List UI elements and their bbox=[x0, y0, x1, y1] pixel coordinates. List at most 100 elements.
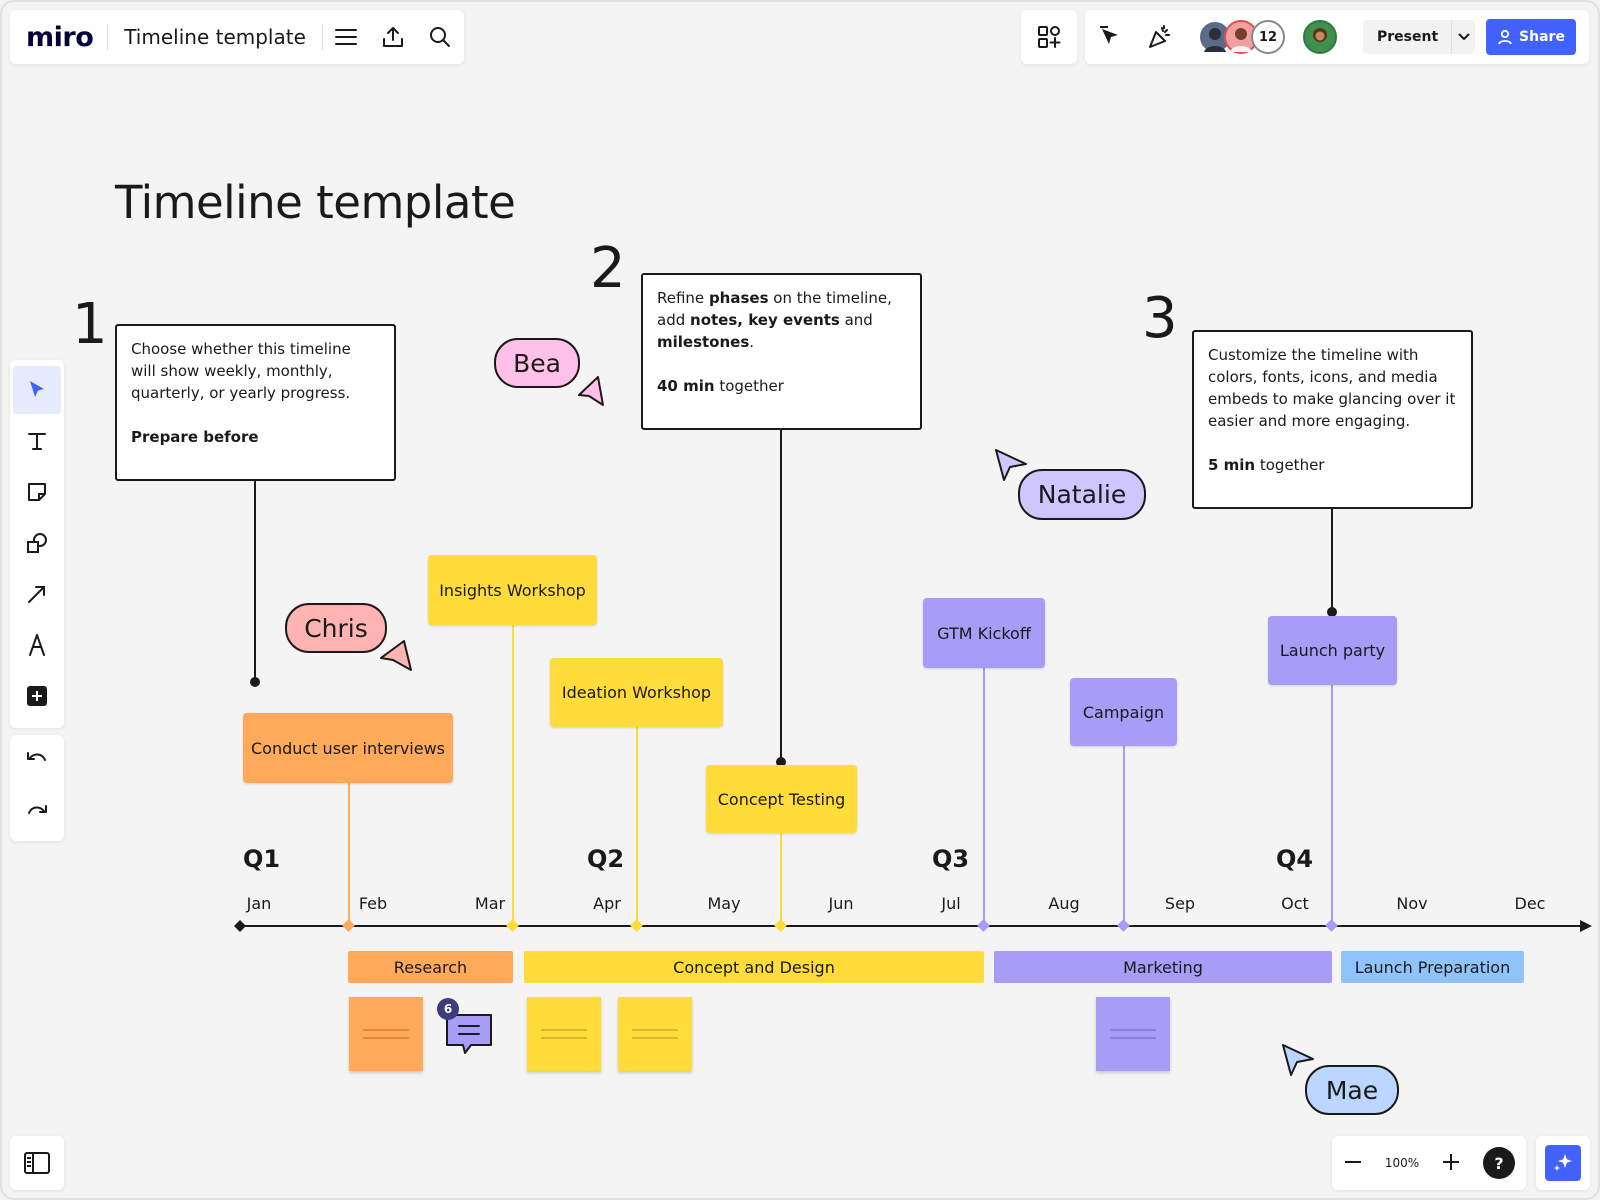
note-sticky[interactable] bbox=[527, 997, 601, 1071]
event-sticky[interactable]: Concept Testing bbox=[706, 765, 857, 833]
step-number[interactable]: 2 bbox=[590, 236, 626, 301]
apps-button[interactable] bbox=[1021, 10, 1077, 64]
more-tools-button[interactable] bbox=[13, 672, 61, 720]
event-sticky[interactable]: Launch party bbox=[1268, 616, 1397, 685]
event-sticky[interactable]: GTM Kickoff bbox=[923, 598, 1045, 668]
event-sticky[interactable]: Campaign bbox=[1070, 678, 1177, 746]
step-card[interactable]: Refine phases on the timeline, add notes… bbox=[641, 273, 922, 430]
phase-bar-marketing[interactable]: Marketing bbox=[994, 951, 1332, 983]
share-label: Share bbox=[1519, 29, 1565, 45]
month-label: Aug bbox=[1048, 894, 1080, 913]
user-icon bbox=[1498, 29, 1512, 45]
chevron-down-icon[interactable] bbox=[1451, 20, 1475, 54]
share-button[interactable]: Share bbox=[1486, 19, 1576, 55]
connector-tool[interactable] bbox=[13, 570, 61, 618]
step-duration-rest: together bbox=[714, 377, 784, 395]
history-toolbar bbox=[10, 735, 64, 841]
phase-bar-concept-design[interactable]: Concept and Design bbox=[524, 951, 984, 983]
menu-icon[interactable] bbox=[323, 10, 370, 64]
shapes-icon bbox=[27, 533, 47, 553]
collaborator-cursor-icon bbox=[380, 640, 412, 671]
quarter-label: Q4 bbox=[1276, 845, 1314, 873]
cursor-label-mae: Mae bbox=[1305, 1065, 1399, 1115]
step-number[interactable]: 1 bbox=[72, 292, 108, 357]
step-card[interactable]: Customize the timeline with colors, font… bbox=[1192, 330, 1473, 509]
quarter-label: Q3 bbox=[932, 845, 970, 873]
collaborator-cursor-icon bbox=[995, 449, 1027, 481]
frames-panel-button[interactable] bbox=[10, 1136, 64, 1190]
zoom-level[interactable]: 100% bbox=[1384, 1156, 1420, 1170]
note-sticky[interactable] bbox=[618, 997, 692, 1071]
sparkle-icon bbox=[1545, 1145, 1581, 1181]
event-stem bbox=[1123, 746, 1125, 925]
text-run: on the timeline, add bbox=[657, 289, 892, 329]
event-sticky[interactable]: Insights Workshop bbox=[428, 555, 597, 625]
phase-bar-research[interactable]: Research bbox=[348, 951, 513, 983]
quarter-label: Q1 bbox=[243, 845, 281, 873]
pen-tool[interactable] bbox=[13, 621, 61, 669]
celebrate-icon[interactable] bbox=[1135, 10, 1185, 64]
connector-dot bbox=[250, 677, 260, 687]
step-duration-bold: Prepare before bbox=[131, 428, 259, 446]
step-card[interactable]: Choose whether this timeline will show w… bbox=[115, 324, 396, 481]
event-sticky[interactable]: Ideation Workshop bbox=[550, 658, 723, 727]
event-stem bbox=[780, 833, 782, 925]
miro-logo[interactable]: miro bbox=[26, 21, 94, 53]
step-number[interactable]: 3 bbox=[1142, 286, 1178, 351]
step-description: Refine phases on the timeline, add notes… bbox=[657, 287, 906, 353]
month-label: May bbox=[707, 894, 741, 913]
quarter-label: Q2 bbox=[587, 845, 625, 873]
month-label: Dec bbox=[1514, 894, 1546, 913]
cursor-label-chris: Chris bbox=[285, 603, 387, 653]
step-duration: 40 min together bbox=[657, 375, 906, 397]
shapes-tool[interactable] bbox=[13, 519, 61, 567]
text-run-bold: milestones bbox=[657, 333, 750, 351]
participant-count-badge[interactable]: 12 bbox=[1251, 20, 1285, 54]
present-button[interactable]: Present bbox=[1363, 20, 1475, 54]
phase-bar-launch-prep[interactable]: Launch Preparation bbox=[1341, 951, 1524, 983]
export-icon[interactable] bbox=[370, 10, 417, 64]
month-label: Apr bbox=[593, 894, 621, 913]
help-button[interactable]: ? bbox=[1483, 1147, 1516, 1179]
redo-icon[interactable] bbox=[25, 803, 49, 827]
zoom-in-icon[interactable] bbox=[1441, 1152, 1461, 1175]
event-sticky[interactable]: Conduct user interviews bbox=[243, 713, 453, 783]
board-title[interactable]: Timeline template bbox=[124, 25, 306, 49]
comment-count-badge: 6 bbox=[437, 998, 459, 1020]
creation-toolbar bbox=[10, 360, 64, 728]
board-heading[interactable]: Timeline template bbox=[115, 176, 516, 229]
text-tool[interactable] bbox=[13, 417, 61, 465]
connector-dot bbox=[776, 757, 786, 767]
note-sticky[interactable] bbox=[349, 997, 423, 1071]
comment-thread[interactable]: 6 bbox=[437, 998, 495, 1063]
undo-icon[interactable] bbox=[25, 750, 49, 774]
board-header: miro Timeline template bbox=[10, 10, 464, 64]
search-icon[interactable] bbox=[417, 10, 464, 64]
step-duration: 5 min together bbox=[1208, 454, 1457, 476]
cursor-label-natalie: Natalie bbox=[1018, 469, 1146, 520]
note-sticky[interactable] bbox=[1096, 997, 1170, 1071]
zoom-controls: 100% ? bbox=[1332, 1136, 1526, 1190]
pen-icon bbox=[29, 634, 45, 656]
connector-dot bbox=[1327, 607, 1337, 617]
present-label: Present bbox=[1377, 29, 1439, 45]
select-tool[interactable] bbox=[13, 366, 61, 414]
ai-assist-button[interactable] bbox=[1536, 1136, 1590, 1190]
text-run: . bbox=[749, 333, 755, 351]
cursor-label-bea: Bea bbox=[494, 338, 580, 388]
event-stem bbox=[636, 727, 638, 925]
month-label: Sep bbox=[1164, 894, 1196, 913]
zoom-out-icon[interactable] bbox=[1343, 1152, 1363, 1175]
month-label: Mar bbox=[474, 894, 506, 913]
divider bbox=[107, 24, 109, 50]
shapes-grid-icon bbox=[1038, 26, 1061, 48]
cursor-follow-icon[interactable] bbox=[1085, 10, 1135, 64]
text-run: Refine bbox=[657, 289, 709, 307]
text-icon bbox=[28, 433, 46, 450]
step-description: Choose whether this timeline will show w… bbox=[131, 340, 351, 402]
plus-square-icon bbox=[27, 686, 47, 706]
sticky-note-tool[interactable] bbox=[13, 468, 61, 516]
step-duration: Prepare before bbox=[131, 426, 380, 448]
avatar[interactable] bbox=[1303, 20, 1337, 54]
event-stem bbox=[348, 783, 350, 925]
